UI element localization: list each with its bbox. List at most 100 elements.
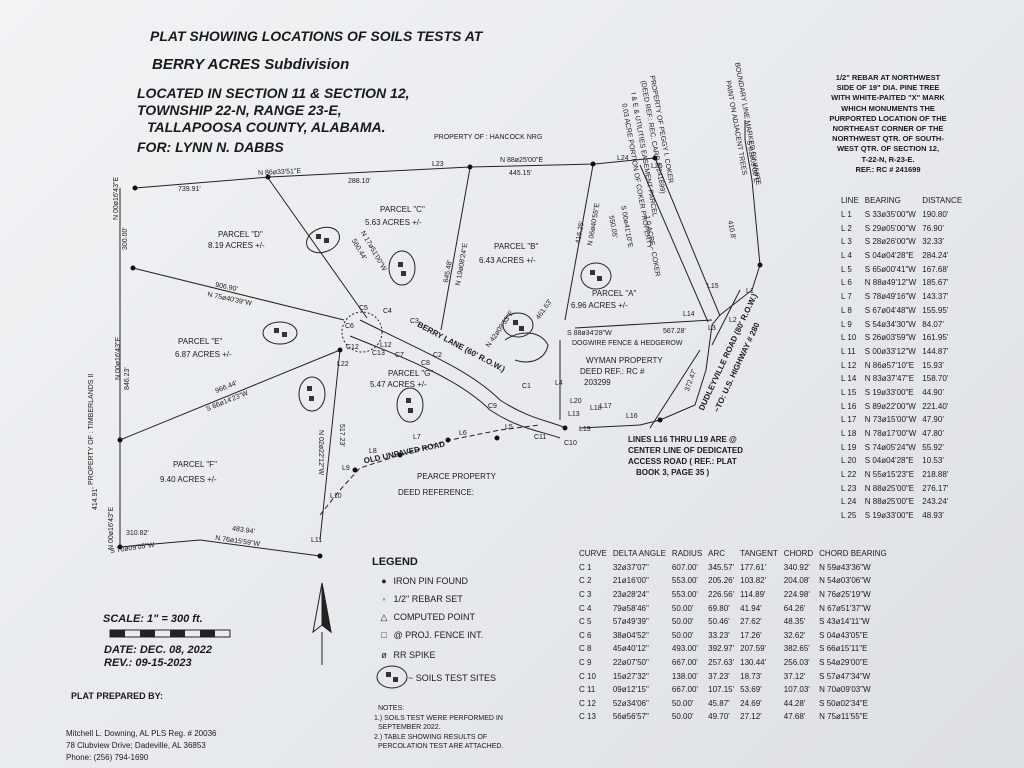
segment-label: L20 [570, 398, 582, 405]
north-arrow [312, 582, 332, 665]
bearing-label: S 88ø34'28"W [567, 330, 612, 337]
parcel-c-name: PARCEL "C" [380, 205, 425, 214]
soils-test-site [262, 321, 298, 345]
soils-test-site [580, 262, 612, 290]
prepared-title: PLAT PREPARED BY: [71, 691, 164, 701]
segment-label: L24 [617, 155, 629, 162]
segment-label: L25 [651, 163, 663, 170]
distance-label: 414.91' [92, 487, 99, 510]
bearing-label: N 02ø22'12"W [317, 430, 324, 476]
note-2: 2.) TABLE SHOWING RESULTS OF [374, 734, 488, 741]
segment-label: C3 [410, 318, 419, 325]
segment-label: L10 [330, 493, 342, 500]
distance-label: 567.28' [663, 328, 686, 335]
segment-label: L9 [342, 465, 350, 472]
boundary-east [639, 139, 761, 426]
distance-label: 445.15' [509, 170, 532, 177]
location-line-2: TOWNSHIP 22-N, RANGE 23-E, [137, 102, 342, 118]
center-line-note-4: BOOK 3, PAGE 35 ) [636, 468, 710, 477]
segment-label: L6 [459, 430, 467, 437]
surveyor-phone: Phone: (256) 794-1690 [66, 753, 149, 762]
parcel-e-acres: 6.87 ACRES +/- [175, 350, 232, 359]
note-1: 1.) SOILS TEST WERE PERFORMED IN [374, 715, 503, 722]
soils-test-site [298, 376, 326, 412]
iron-pin-icon: ● [381, 576, 387, 586]
legend-item: △ COMPUTED POINT [377, 612, 476, 623]
client-name: FOR: LYNN N. DABBS [137, 139, 284, 155]
timberlands-label: PROPERTY OF : TIMBERLANDS II [88, 373, 95, 485]
segment-label: L16 [626, 413, 638, 420]
segment-label: L13 [568, 411, 580, 418]
segment-label: L11 [311, 537, 323, 544]
parcel-c-acres: 5.63 ACRES +/- [365, 218, 422, 227]
parcel-b-name: PARCEL "B" [494, 242, 539, 251]
segment-label: C12 [346, 344, 359, 351]
segment-label: C4 [383, 308, 392, 315]
segment-label: C11 [534, 434, 547, 441]
segment-label: L14 [683, 311, 695, 318]
segment-label: L22 [337, 361, 349, 368]
segment-label: C13 [372, 350, 385, 357]
soils-test-site [396, 387, 424, 423]
wyman-deed-number: 203299 [584, 378, 611, 387]
wyman-deed-label: DEED REF.: RC # [580, 367, 645, 376]
parcel-d-name: PARCEL "D" [218, 230, 263, 239]
distance-label: 310.82' [126, 530, 149, 537]
surveyor-name: Mitchell L. Downing, AL PLS Reg. # 20036 [66, 729, 217, 738]
soils-test-site [502, 312, 534, 338]
soils-test-site [306, 226, 340, 254]
segment-label: L2 [729, 317, 737, 324]
segment-label: C2 [433, 352, 442, 359]
segment-label: L5 [505, 424, 513, 431]
legend-item: ~ SOILS TEST SITES [408, 673, 496, 683]
bearing-label: N 00ø16'43"E [115, 336, 122, 380]
distance-label: 300.00' [122, 227, 129, 250]
soils-test-site [388, 250, 416, 286]
pearce-label: PEARCE PROPERTY [417, 472, 496, 481]
scale-label: SCALE: 1" = 300 ft. [103, 613, 203, 625]
distance-label: 288.10' [348, 178, 371, 185]
fence-int-icon: □ [381, 630, 387, 640]
center-line-note-2: CENTER LINE OF DEDICATED [628, 446, 743, 455]
segment-label: L3 [708, 325, 716, 332]
dogwire-label: DOGWIRE FENCE & HEDGEROW [572, 340, 683, 347]
segment-label: C7 [395, 352, 404, 359]
segment-label: L7 [413, 434, 421, 441]
parcel-a-name: PARCEL "A" [592, 289, 637, 298]
segment-label: L19 [579, 426, 591, 433]
parcel-g-name: PARCEL "G" [388, 369, 434, 378]
distance-label: 846.23' [124, 367, 131, 390]
date-label: DATE: DEC. 08, 2022 [104, 644, 213, 656]
segment-label: L23 [432, 161, 444, 168]
segment-label: C5 [359, 305, 368, 312]
legend-item: ● IRON PIN FOUND [377, 576, 468, 586]
segment-label: L4 [555, 380, 563, 387]
